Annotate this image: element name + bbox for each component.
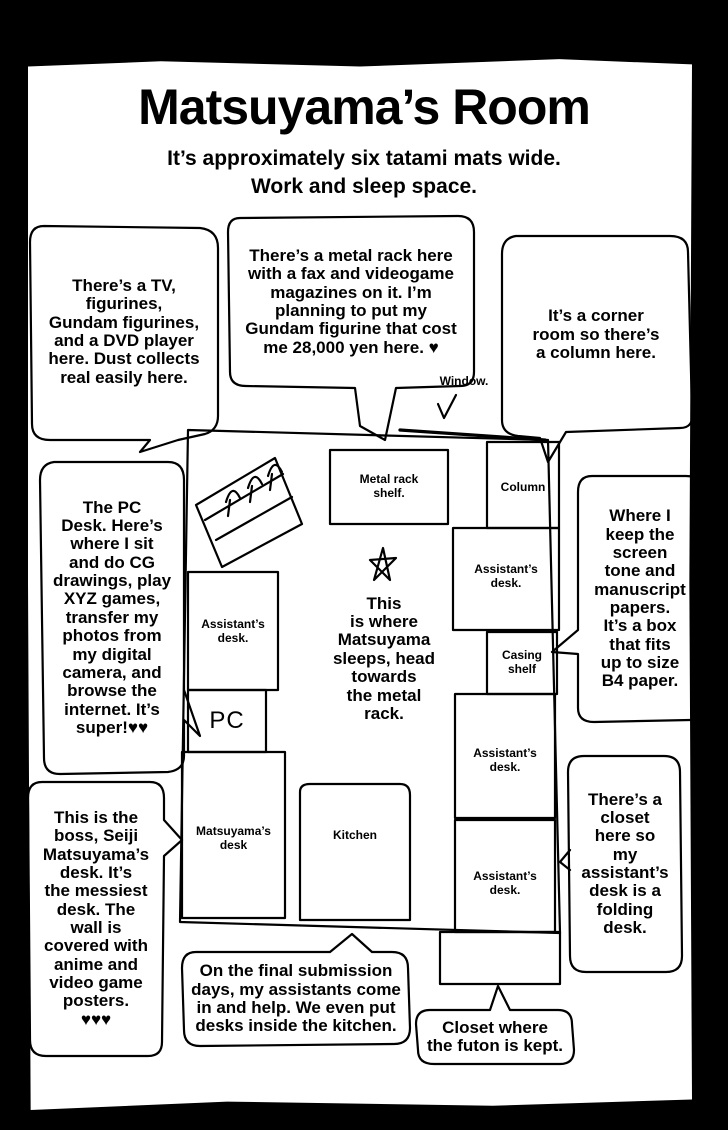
bubble-corner: It’s a corner room so there’s a column h… <box>532 306 660 363</box>
assistant-desk-right-1-label: Assistant’s desk. <box>474 562 538 590</box>
star-icon <box>368 546 398 582</box>
bubble-metal-rack: There’s a metal rack here with a fax and… <box>245 245 457 357</box>
bubble-screentone-shape <box>550 474 706 724</box>
paper-background <box>28 59 692 1110</box>
futon-closet-box <box>438 930 562 986</box>
column-label: Column <box>500 480 546 495</box>
bubble-closet-folding-shape <box>558 754 684 974</box>
subtitle-line-2: Work and sleep space. <box>250 175 478 198</box>
window-line <box>398 428 547 442</box>
bubble-final-days-shape <box>180 932 412 1048</box>
pc-label: PC <box>209 707 245 735</box>
assistant-desk-right-2-label: Assistant’s desk. <box>473 746 537 774</box>
bubble-metal-rack-shape <box>226 214 476 442</box>
bubble-tv-shape <box>28 224 220 454</box>
metal-rack-shelf-box <box>328 448 450 526</box>
bubble-futon-closet: Closet where the futon is kept. <box>427 1017 563 1055</box>
assistant-desk-right-2-box <box>453 692 557 820</box>
metal-rack-shelf-label: Metal rack shelf. <box>359 472 419 500</box>
bubble-screentone: Where I keep the screen tone and manuscr… <box>594 506 686 691</box>
window-label: Window. <box>439 374 489 389</box>
sleep-area-label: This is where Matsuyama sleeps, head tow… <box>332 593 436 723</box>
bubble-pc-desk-shape <box>38 460 202 776</box>
bubble-tv: There’s a TV, figurines, Gundam figurine… <box>48 275 200 387</box>
bubble-futon-closet-shape <box>414 984 576 1066</box>
assistant-desk-right-1-box <box>451 526 561 632</box>
assistant-desk-left-label: Assistant’s desk. <box>201 617 265 645</box>
kitchen-label: Kitchen <box>332 828 377 843</box>
bubble-corner-shape <box>500 234 694 464</box>
bubble-boss-desk-shape <box>26 780 184 1058</box>
figurine-shelf-icon <box>194 456 304 569</box>
matsuyama-desk-box <box>180 750 287 920</box>
bubble-pc-desk: The PC Desk. Here’s where I sit and do C… <box>52 497 172 737</box>
bubble-final-days: On the final submission days, my assista… <box>191 961 401 1036</box>
bubble-boss-desk: This is the boss, Seiji Matsuyama’s desk… <box>42 807 150 1029</box>
page-title: Matsuyama’s Room <box>138 79 591 135</box>
bubble-closet-folding: There’s a closet here so my assistant’s … <box>581 789 669 938</box>
matsuyama-desk-label: Matsuyama’s desk <box>196 824 271 852</box>
casing-shelf-label: Casing shelf <box>501 648 542 676</box>
assistant-desk-right-3-label: Assistant’s desk. <box>473 869 537 897</box>
subtitle-line-1: It’s approximately six tatami mats wide. <box>167 147 561 170</box>
kitchen-box <box>298 782 412 922</box>
window-pointer <box>436 393 458 420</box>
